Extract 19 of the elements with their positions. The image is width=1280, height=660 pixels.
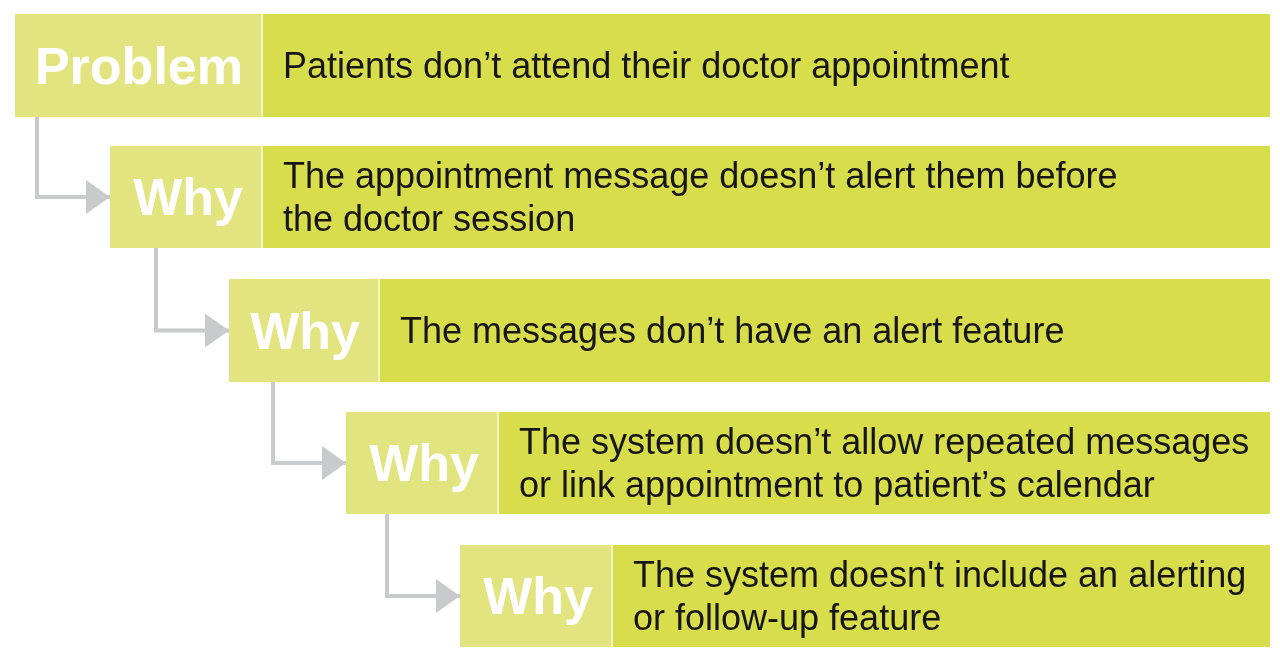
step-label: Why [460, 545, 613, 647]
statement-text: The system doesn’t allow repeated messages or link appointment to patient’s calendar [519, 419, 1251, 507]
elbow-arrow [271, 382, 346, 480]
elbow-arrow [35, 117, 110, 214]
statement-bar [110, 146, 1270, 248]
step-label: Why [229, 279, 380, 382]
statement-bar [15, 14, 1270, 117]
step-label: Why [110, 146, 263, 248]
statement-bar [229, 279, 1270, 382]
elbow-arrow [385, 514, 460, 613]
statement-text: Patients don’t attend their doctor appointment [283, 43, 1010, 88]
statement-text: The messages don’t have an alert feature [400, 308, 1065, 353]
step-label: Problem [15, 14, 263, 117]
statement-bar [346, 412, 1270, 514]
statement-text: The appointment message doesn’t alert them before the doctor session [283, 153, 1119, 241]
elbow-arrow [154, 248, 229, 348]
statement-bar [460, 545, 1270, 647]
statement-text: The system doesn't include an alerting or follow-up feature [633, 552, 1248, 640]
step-label: Why [346, 412, 499, 514]
